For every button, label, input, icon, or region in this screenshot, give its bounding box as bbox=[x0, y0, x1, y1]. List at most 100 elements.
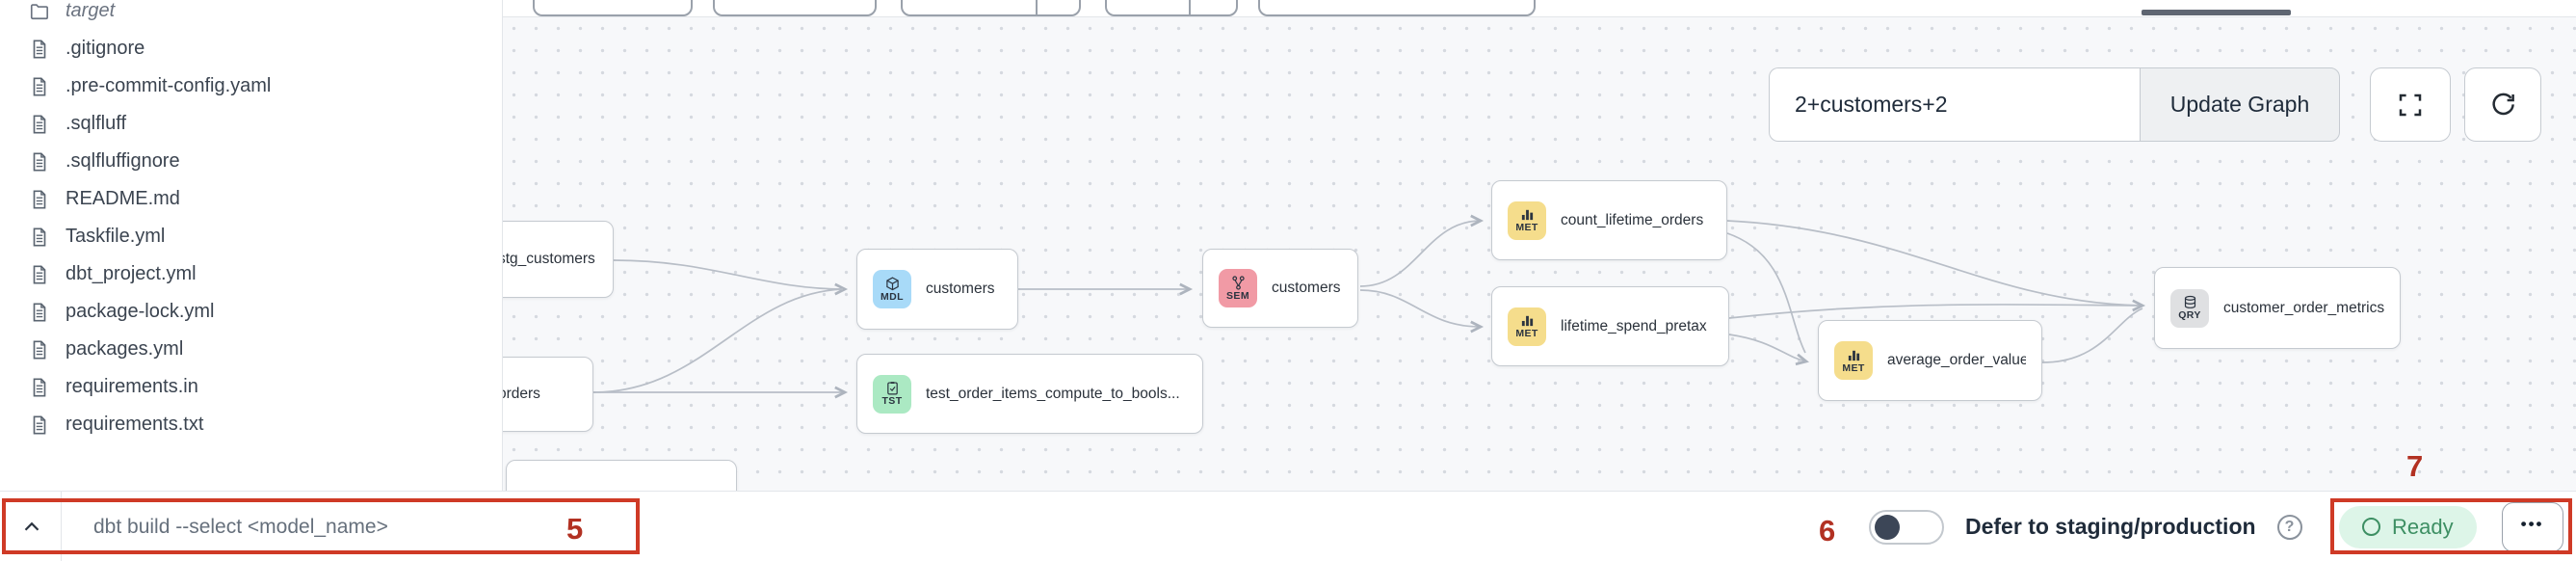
chevron-up-icon bbox=[24, 521, 39, 531]
file-icon bbox=[33, 227, 46, 247]
tree-item-target[interactable]: target bbox=[0, 0, 502, 30]
node-test-order-items[interactable]: TST test_order_items_compute_to_bools... bbox=[856, 354, 1203, 434]
status-circle-icon bbox=[2362, 518, 2380, 536]
semantic-model-icon: SEM bbox=[1219, 269, 1257, 307]
model-icon: MDL bbox=[873, 270, 911, 308]
node-type-label: SEM bbox=[1226, 289, 1249, 302]
refresh-button[interactable] bbox=[2464, 67, 2541, 142]
node-label: test_order_items_compute_to_bools... bbox=[926, 385, 1180, 402]
node-average-order-value[interactable]: MET average_order_value bbox=[1818, 320, 2042, 401]
lineage-canvas[interactable]: stg_customers orders MDL customers TST t… bbox=[503, 17, 2576, 491]
tree-item-file[interactable]: .sqlfluff bbox=[0, 105, 502, 143]
file-icon bbox=[33, 302, 46, 322]
node-label: orders bbox=[503, 386, 540, 402]
tree-item-file[interactable]: package-lock.yml bbox=[0, 293, 502, 331]
file-icon bbox=[33, 377, 46, 397]
node-label: customer_order_metrics bbox=[2223, 299, 2384, 316]
file-name: .sqlfluff bbox=[66, 113, 126, 134]
file-icon bbox=[33, 339, 46, 360]
defer-label: Defer to staging/production bbox=[1965, 514, 2256, 539]
tree-item-file[interactable]: Taskfile.yml bbox=[0, 218, 502, 255]
node-type-label: MDL bbox=[881, 290, 904, 303]
edge-avg-to-qry bbox=[2041, 307, 2143, 363]
file-tree: target .gitignore .pre-commit-config.yam… bbox=[0, 0, 502, 443]
node-label: customers bbox=[1272, 280, 1341, 296]
folder-icon bbox=[30, 3, 48, 19]
tree-item-file[interactable]: .pre-commit-config.yaml bbox=[0, 67, 502, 105]
node-count-lifetime-orders[interactable]: MET count_lifetime_orders bbox=[1491, 180, 1727, 260]
edge-sem-to-lifetime bbox=[1359, 289, 1485, 334]
file-name: requirements.txt bbox=[66, 414, 204, 435]
toolbar-button-group-clipped[interactable] bbox=[1105, 0, 1238, 16]
test-icon: TST bbox=[873, 374, 911, 414]
file-icon bbox=[33, 114, 46, 134]
lineage-edges bbox=[592, 214, 2146, 399]
toggle-knob bbox=[1875, 514, 1900, 540]
file-tree-sidebar: target .gitignore .pre-commit-config.yam… bbox=[0, 0, 503, 491]
node-label: average_order_value bbox=[1887, 352, 2026, 368]
help-icon[interactable]: ? bbox=[2276, 514, 2302, 540]
active-tab-indicator bbox=[2142, 10, 2291, 15]
metric-icon: MET bbox=[1508, 200, 1546, 240]
node-stg-customers[interactable]: stg_customers bbox=[503, 221, 614, 298]
tree-item-file[interactable]: dbt_project.yml bbox=[0, 255, 502, 293]
edge-lifetime-to-qry bbox=[1728, 299, 2146, 319]
toolbar-button-clipped[interactable] bbox=[533, 0, 693, 16]
edge-sem-to-count bbox=[1359, 214, 1485, 287]
toolbar-button-clipped[interactable] bbox=[1258, 0, 1536, 16]
refresh-icon bbox=[2492, 93, 2514, 115]
file-icon bbox=[33, 414, 46, 435]
node-customers-model[interactable]: MDL customers bbox=[856, 249, 1018, 330]
file-name: .gitignore bbox=[66, 38, 145, 59]
node-orders[interactable]: orders bbox=[503, 357, 593, 432]
file-name: package-lock.yml bbox=[66, 301, 215, 322]
node-type-label: TST bbox=[881, 395, 903, 408]
edge-count-to-avg bbox=[1726, 232, 1806, 354]
status-label: Ready bbox=[2392, 514, 2454, 539]
edge-orders-to-customers bbox=[592, 288, 844, 393]
node-label: count_lifetime_orders bbox=[1561, 211, 1704, 228]
help-glyph: ? bbox=[2284, 518, 2295, 535]
node-customer-order-metrics[interactable]: QRY customer_order_metrics bbox=[2154, 267, 2401, 349]
fullscreen-icon bbox=[2399, 94, 2422, 116]
file-name: .sqlfluffignore bbox=[66, 150, 180, 172]
node-clipped-bottom[interactable] bbox=[506, 460, 737, 491]
toolbar-button-group-clipped[interactable] bbox=[901, 0, 1081, 16]
status-badge: Ready bbox=[2339, 505, 2477, 548]
tree-item-file[interactable]: .sqlfluffignore bbox=[0, 143, 502, 180]
tree-item-file[interactable]: .gitignore bbox=[0, 30, 502, 67]
node-type-label: MET bbox=[1515, 222, 1538, 234]
edge-stg-customers-to-customers bbox=[613, 259, 849, 296]
graph-selector-controls: Update Graph bbox=[1769, 67, 2340, 142]
collapse-panel-button[interactable] bbox=[13, 509, 50, 546]
file-name: requirements.in bbox=[66, 376, 198, 397]
node-type-label: QRY bbox=[2178, 309, 2201, 322]
fullscreen-button[interactable] bbox=[2370, 67, 2451, 142]
tree-item-file[interactable]: requirements.in bbox=[0, 368, 502, 406]
tree-item-file[interactable]: packages.yml bbox=[0, 331, 502, 368]
file-name: target bbox=[66, 0, 116, 21]
file-icon bbox=[33, 151, 46, 172]
ellipsis-icon: ••• bbox=[2520, 514, 2544, 533]
command-input[interactable] bbox=[93, 505, 537, 548]
more-options-button[interactable]: ••• bbox=[2501, 501, 2563, 552]
tree-item-file[interactable]: requirements.txt bbox=[0, 406, 502, 443]
node-customers-semantic[interactable]: SEM customers bbox=[1202, 249, 1358, 328]
file-name: README.md bbox=[66, 188, 180, 209]
defer-toggle[interactable] bbox=[1869, 509, 1944, 545]
file-name: packages.yml bbox=[66, 338, 184, 360]
file-icon bbox=[33, 76, 46, 96]
status-group: Ready ••• bbox=[2339, 492, 2563, 561]
file-icon bbox=[33, 39, 46, 59]
node-lifetime-spend-pretax[interactable]: MET lifetime_spend_pretax bbox=[1491, 286, 1729, 366]
file-icon bbox=[33, 189, 46, 209]
update-graph-button[interactable]: Update Graph bbox=[2140, 67, 2340, 142]
node-type-label: MET bbox=[1842, 361, 1865, 374]
tree-item-file[interactable]: README.md bbox=[0, 180, 502, 218]
toolbar-button-clipped[interactable] bbox=[713, 0, 877, 16]
selector-input[interactable] bbox=[1769, 67, 2140, 142]
metric-icon: MET bbox=[1508, 307, 1546, 346]
edge-lifetime-to-avg bbox=[1728, 334, 1809, 366]
node-label: stg_customers bbox=[503, 251, 595, 267]
file-icon bbox=[33, 264, 46, 284]
